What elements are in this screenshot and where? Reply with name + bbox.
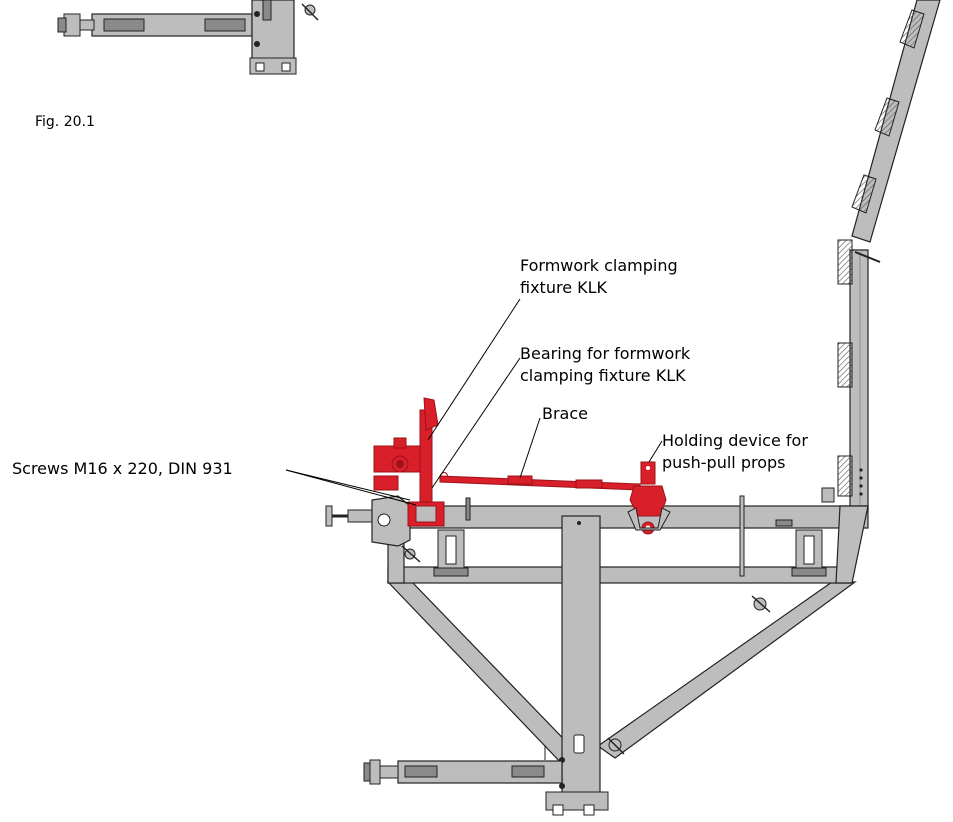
- label-line: Bearing for formwork: [520, 344, 691, 363]
- label-line: Holding device for: [662, 431, 808, 450]
- wall-blocks: [821, 239, 853, 503]
- bearing-klk: [407, 472, 448, 527]
- lower-arm: [363, 737, 625, 785]
- label-line: clamping fixture KLK: [520, 366, 686, 386]
- label-screws: Screws M16 x 220, DIN 931: [12, 459, 233, 478]
- figure-label: Fig. 20.1: [35, 114, 95, 130]
- label-line: push-pull props: [662, 453, 786, 473]
- vertical-post: [849, 249, 881, 529]
- label-clamping-fixture: Formwork clamping fixture KLK: [520, 255, 678, 300]
- upper-bracket-partial: [57, 0, 319, 75]
- label-bearing: Bearing for formwork clamping fixture KL…: [520, 343, 690, 388]
- label-holding-device: Holding device for push-pull props: [662, 430, 808, 475]
- leader-lines: [285, 298, 663, 506]
- brace: [439, 475, 641, 491]
- wall-board: [851, 0, 941, 243]
- label-line: Formwork clamping: [520, 256, 678, 275]
- left-spindle: [325, 495, 771, 613]
- rail-clamps: [433, 495, 827, 577]
- label-brace: Brace: [542, 404, 588, 423]
- clamping-fixture-klk: [373, 397, 439, 503]
- holding-device: [627, 461, 671, 535]
- main-frame: [386, 505, 869, 816]
- label-line: fixture KLK: [520, 278, 608, 298]
